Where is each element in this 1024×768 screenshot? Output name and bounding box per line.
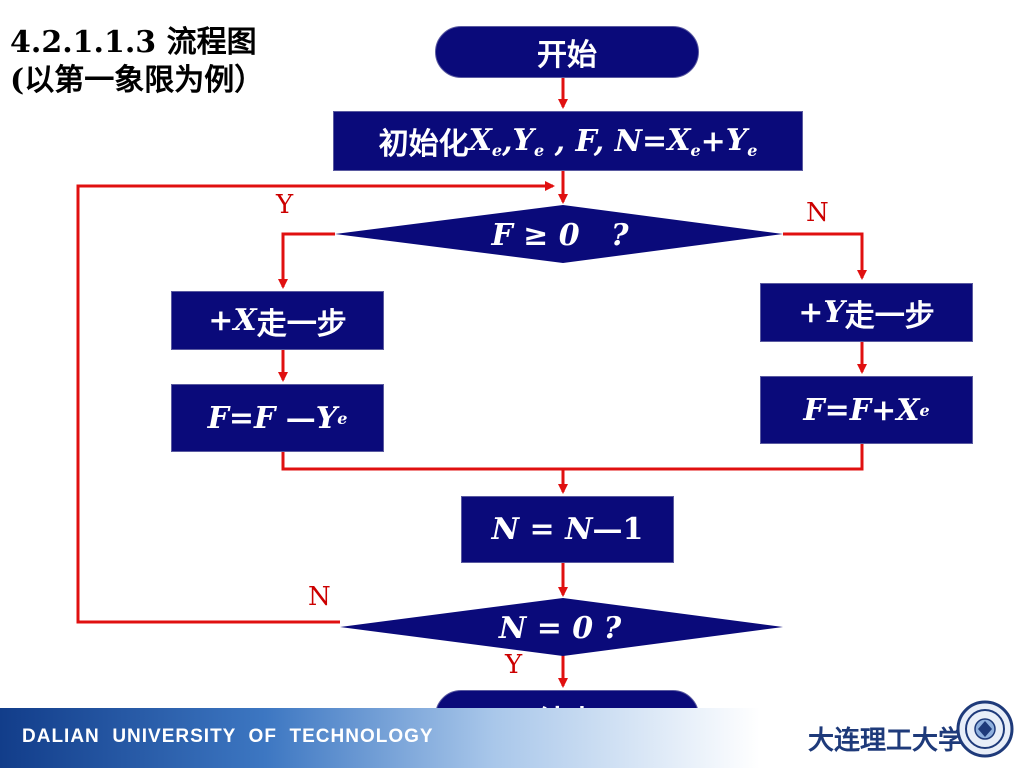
arrow-d1-no: [783, 232, 867, 280]
decision2-yes-label: Y: [505, 650, 523, 680]
decision1-label: F ≥ 0 ?: [491, 217, 629, 253]
init-formula-xe: Xe: [468, 122, 503, 160]
decision1-yes-label: Y: [276, 190, 294, 220]
title-line-1: 4.2.1.1.3 流程图: [10, 25, 257, 60]
left-update-sub: e: [337, 408, 348, 428]
footer-band: [0, 708, 760, 768]
decrement-box: N = N—1: [461, 496, 674, 563]
left-step-var: X: [233, 303, 257, 338]
arrow-d1-yes: [278, 232, 335, 289]
slide-title: 4.2.1.1.3 流程图 (以第一象限为例）: [10, 24, 264, 100]
init-formula-ye: Ye: [512, 122, 545, 160]
footer-university-en: DALIAN UNIVERSITY OF TECHNOLOGY: [22, 726, 434, 747]
init-formula-ye2: Ye: [725, 122, 758, 160]
right-update-sub: e: [919, 400, 930, 420]
decision1-no-label: N: [806, 198, 829, 228]
left-step-plus: +: [208, 303, 234, 338]
init-box: 初始化 Xe, Ye , F, N=Xe+Ye: [333, 111, 803, 171]
right-update-lhs: F=F+: [803, 392, 897, 428]
left-update-var: Y: [315, 400, 338, 436]
right-update-var: X: [896, 392, 920, 428]
decision1-diamond: [335, 205, 783, 263]
right-step-var: Y: [823, 295, 845, 330]
init-sep-1: ,: [502, 123, 513, 159]
right-step-text: 走一步: [844, 298, 935, 334]
start-label: 开始: [537, 38, 597, 73]
start-terminal: 开始: [435, 26, 699, 78]
init-plus: +: [700, 123, 726, 159]
decision2-no-label: N: [308, 582, 331, 612]
arrow-d2-no-loop: [76, 181, 555, 624]
init-sep-2: , F, N=: [544, 123, 668, 159]
title-line-2: (以第一象限为例）: [10, 63, 265, 98]
decision2-label: N = 0 ?: [498, 610, 622, 646]
left-update-op: —: [285, 400, 316, 436]
init-formula-xe2: Xe: [667, 122, 701, 160]
decrement-op: —: [592, 512, 623, 547]
left-step-text: 走一步: [256, 306, 347, 342]
decision2-diamond: [340, 598, 783, 656]
university-seal-icon: [956, 700, 1014, 758]
right-step-plus: +: [798, 295, 824, 330]
footer-university-zh: 大连理工大学: [808, 726, 965, 756]
left-update-lhs: F=F: [207, 400, 286, 436]
decrement-num: 1: [622, 512, 644, 547]
init-prefix: 初始化: [378, 127, 469, 162]
decrement-text: N = N: [491, 512, 593, 547]
merge-line: [281, 443, 864, 471]
